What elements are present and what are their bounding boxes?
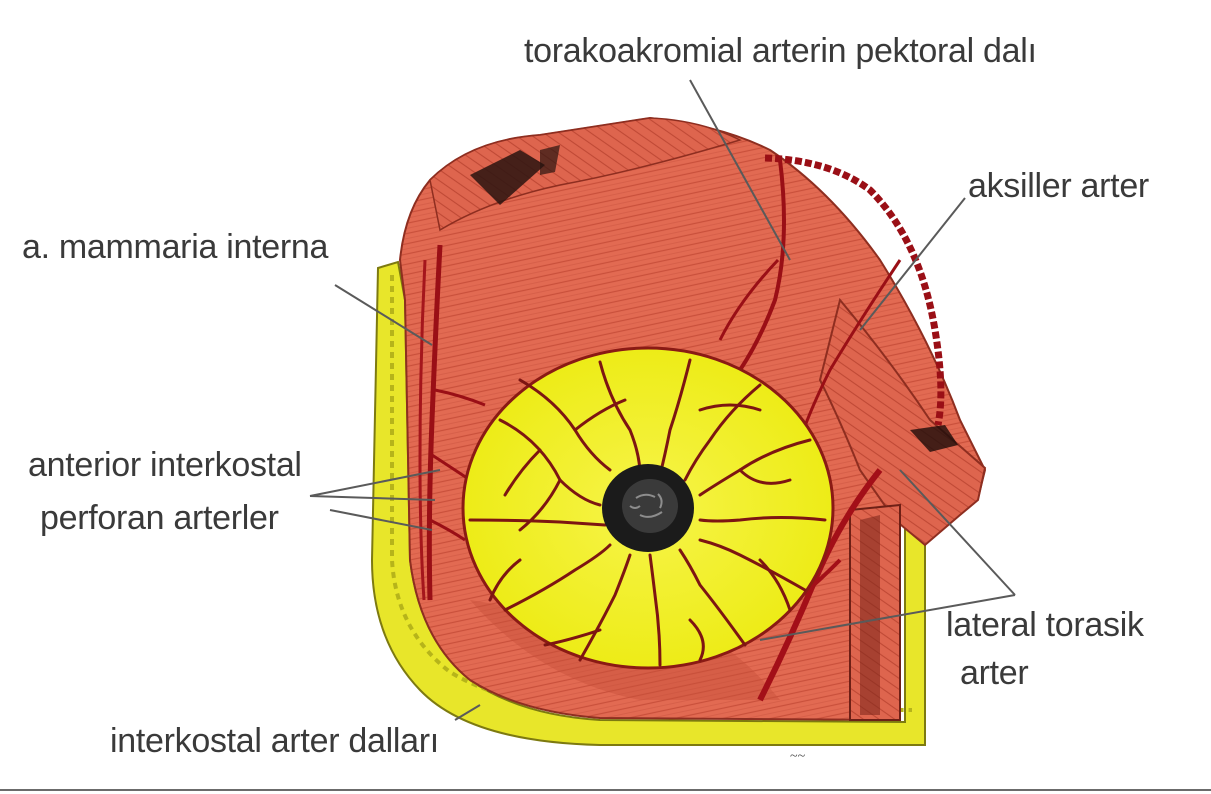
label-intercostal-branches: interkostal arter dalları [110,722,439,760]
label-anterior-intercostal-line2: perforan arterler [40,499,279,537]
label-thoracoacromial: torakoakromial arterin pektoral dalı [524,32,1037,70]
artist-signature: ~~ [790,749,806,764]
label-lateral-thoracic-line2: arter [960,654,1028,692]
label-lateral-thoracic-line1: lateral torasik [946,606,1144,644]
bottom-divider [0,789,1211,791]
lateral-wall-shadow [860,515,880,715]
label-mammaria-interna: a. mammaria interna [22,228,328,266]
label-anterior-intercostal-line1: anterior interkostal [28,446,302,484]
label-axillary-artery: aksiller arter [968,167,1149,205]
